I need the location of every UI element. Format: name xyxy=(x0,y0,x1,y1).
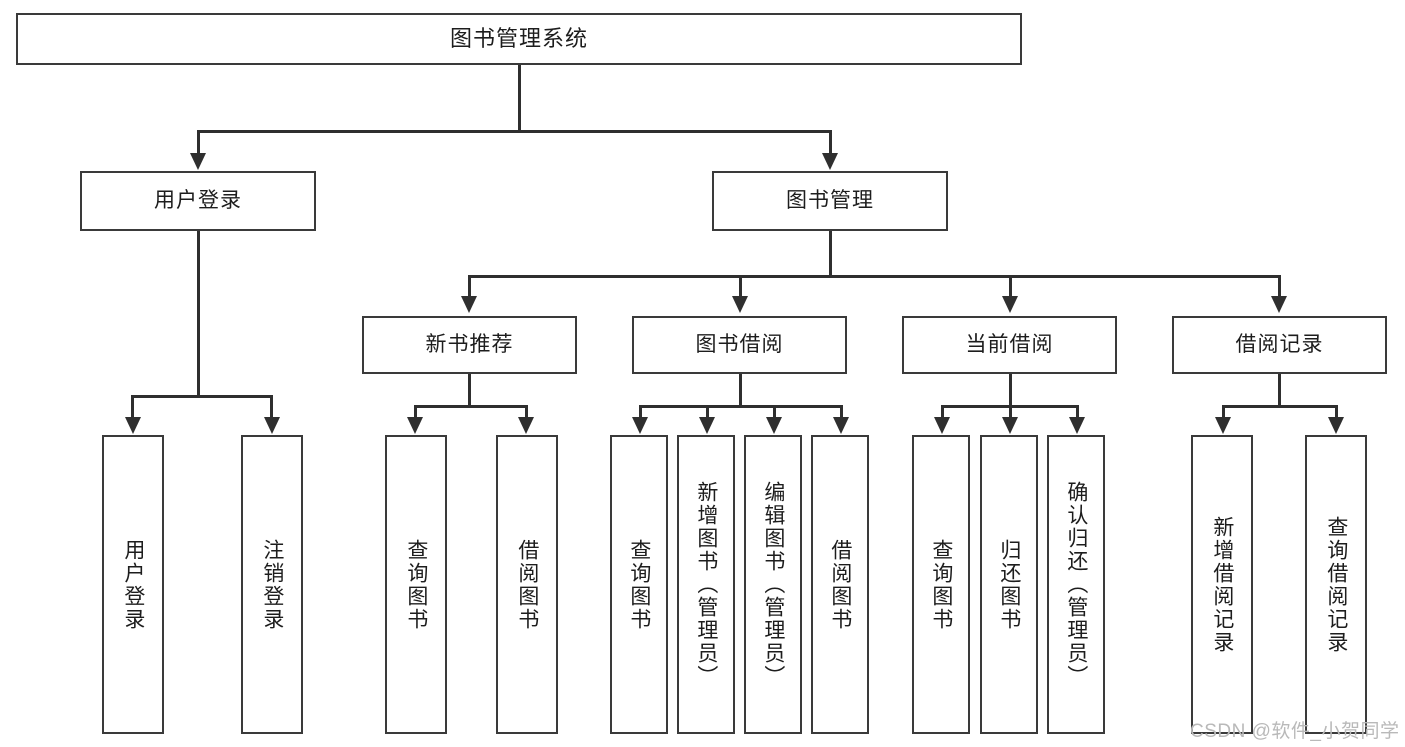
connector-book-management-stem xyxy=(829,231,832,275)
arrowhead-book-borrow-leaf-3 xyxy=(766,417,782,434)
node-label: 图书管理系统 xyxy=(449,26,588,52)
connector-bm-to-current-borrow xyxy=(1009,275,1012,298)
arrowhead-current-borrow-leaf-2 xyxy=(1002,417,1018,434)
node-label: 当前借阅 xyxy=(965,332,1054,356)
node-label: 编辑图书（管理员） xyxy=(761,481,785,688)
connector-current-borrow-leaf-1 xyxy=(941,405,944,419)
connector-user-login-to-leaf-2 xyxy=(270,395,273,419)
connector-bm-to-borrow-record xyxy=(1278,275,1281,298)
node-label: 新书推荐 xyxy=(425,332,514,356)
arrowhead-user-login-leaf-1 xyxy=(125,417,141,434)
node-borrow-record[interactable]: 借阅记录 xyxy=(1172,316,1387,374)
connector-root-stem xyxy=(518,65,521,130)
node-label: 图书管理 xyxy=(786,188,874,212)
node-label: 新增图书（管理员） xyxy=(694,481,718,688)
node-label: 确认归还（管理员） xyxy=(1064,481,1088,688)
connector-book-borrow-leaf-3 xyxy=(773,405,776,419)
node-label: 用户登录 xyxy=(154,188,242,212)
arrowhead-book-borrow-leaf-1 xyxy=(632,417,648,434)
connector-current-borrow-leaf-3 xyxy=(1076,405,1079,419)
arrowhead-new-book-leaf-1 xyxy=(407,417,423,434)
connector-borrow-record-bus xyxy=(1222,405,1337,408)
leaf-edit-book-admin[interactable]: 编辑图书（管理员） xyxy=(744,435,802,734)
arrowhead-current-borrow-leaf-1 xyxy=(934,417,950,434)
connector-book-management-bus xyxy=(468,275,1280,278)
arrowhead-borrow-record-leaf-2 xyxy=(1328,417,1344,434)
connector-book-borrow-leaf-1 xyxy=(639,405,642,419)
connector-user-login-stem xyxy=(197,231,200,395)
arrowhead-user-login-leaf-2 xyxy=(264,417,280,434)
node-label: 查询图书 xyxy=(929,538,953,631)
node-label: 注销登录 xyxy=(260,538,284,631)
connector-borrow-record-leaf-1 xyxy=(1222,405,1225,419)
node-label: 归还图书 xyxy=(997,538,1021,631)
node-label: 图书借阅 xyxy=(695,332,784,356)
node-label: 借阅图书 xyxy=(828,538,852,631)
connector-new-book-leaf-2 xyxy=(525,405,528,419)
connector-current-borrow-leaf-2 xyxy=(1009,405,1012,419)
connector-bm-to-book-borrow xyxy=(739,275,742,298)
connector-book-borrow-bus xyxy=(639,405,842,408)
node-book-borrow[interactable]: 图书借阅 xyxy=(632,316,847,374)
arrowhead-root-to-book-management xyxy=(822,153,838,170)
connector-root-to-book-management xyxy=(829,130,832,155)
node-current-borrow[interactable]: 当前借阅 xyxy=(902,316,1117,374)
node-label: 借阅记录 xyxy=(1235,332,1324,356)
leaf-query-book-borrow[interactable]: 查询图书 xyxy=(610,435,668,734)
leaf-logout[interactable]: 注销登录 xyxy=(241,435,303,734)
arrowhead-bm-borrow-record xyxy=(1271,296,1287,313)
connector-root-to-user-login xyxy=(197,130,200,155)
connector-bm-to-new-book xyxy=(468,275,471,298)
leaf-add-book-admin[interactable]: 新增图书（管理员） xyxy=(677,435,735,734)
node-label: 用户登录 xyxy=(121,538,145,631)
leaf-confirm-return-admin[interactable]: 确认归还（管理员） xyxy=(1047,435,1105,734)
arrowhead-book-borrow-leaf-4 xyxy=(833,417,849,434)
node-new-book-recommend[interactable]: 新书推荐 xyxy=(362,316,577,374)
leaf-borrow-book-recommend[interactable]: 借阅图书 xyxy=(496,435,558,734)
arrowhead-book-borrow-leaf-2 xyxy=(699,417,715,434)
connector-user-login-to-leaf-1 xyxy=(131,395,134,419)
node-label: 查询图书 xyxy=(627,538,651,631)
node-label: 查询图书 xyxy=(404,538,428,631)
connector-book-borrow-leaf-2 xyxy=(706,405,709,419)
node-root-book-management-system[interactable]: 图书管理系统 xyxy=(16,13,1022,65)
leaf-borrow-book[interactable]: 借阅图书 xyxy=(811,435,869,734)
node-label: 借阅图书 xyxy=(515,538,539,631)
connector-root-bus xyxy=(197,130,831,133)
connector-new-book-leaf-1 xyxy=(414,405,417,419)
node-label: 新增借阅记录 xyxy=(1210,515,1234,654)
arrowhead-borrow-record-leaf-1 xyxy=(1215,417,1231,434)
connector-book-borrow-stem xyxy=(739,374,742,405)
arrowhead-bm-current-borrow xyxy=(1002,296,1018,313)
arrowhead-root-to-user-login xyxy=(190,153,206,170)
connector-borrow-record-stem xyxy=(1278,374,1281,405)
leaf-user-login[interactable]: 用户登录 xyxy=(102,435,164,734)
leaf-return-book[interactable]: 归还图书 xyxy=(980,435,1038,734)
leaf-query-book-recommend[interactable]: 查询图书 xyxy=(385,435,447,734)
arrowhead-bm-book-borrow xyxy=(732,296,748,313)
node-user-login[interactable]: 用户登录 xyxy=(80,171,316,231)
arrowhead-bm-new-book xyxy=(461,296,477,313)
connector-user-login-bus xyxy=(131,395,270,398)
leaf-query-borrow-record[interactable]: 查询借阅记录 xyxy=(1305,435,1367,734)
node-book-management[interactable]: 图书管理 xyxy=(712,171,948,231)
connector-book-borrow-leaf-4 xyxy=(840,405,843,419)
csdn-watermark: CSDN @软件_小贺同学 xyxy=(1190,721,1400,742)
node-label: 查询借阅记录 xyxy=(1324,515,1348,654)
connector-new-book-bus xyxy=(414,405,527,408)
connector-new-book-stem xyxy=(468,374,471,405)
leaf-query-book-current[interactable]: 查询图书 xyxy=(912,435,970,734)
leaf-add-borrow-record[interactable]: 新增借阅记录 xyxy=(1191,435,1253,734)
connector-current-borrow-stem xyxy=(1009,374,1012,405)
connector-borrow-record-leaf-2 xyxy=(1335,405,1338,419)
arrowhead-new-book-leaf-2 xyxy=(518,417,534,434)
arrowhead-current-borrow-leaf-3 xyxy=(1069,417,1085,434)
